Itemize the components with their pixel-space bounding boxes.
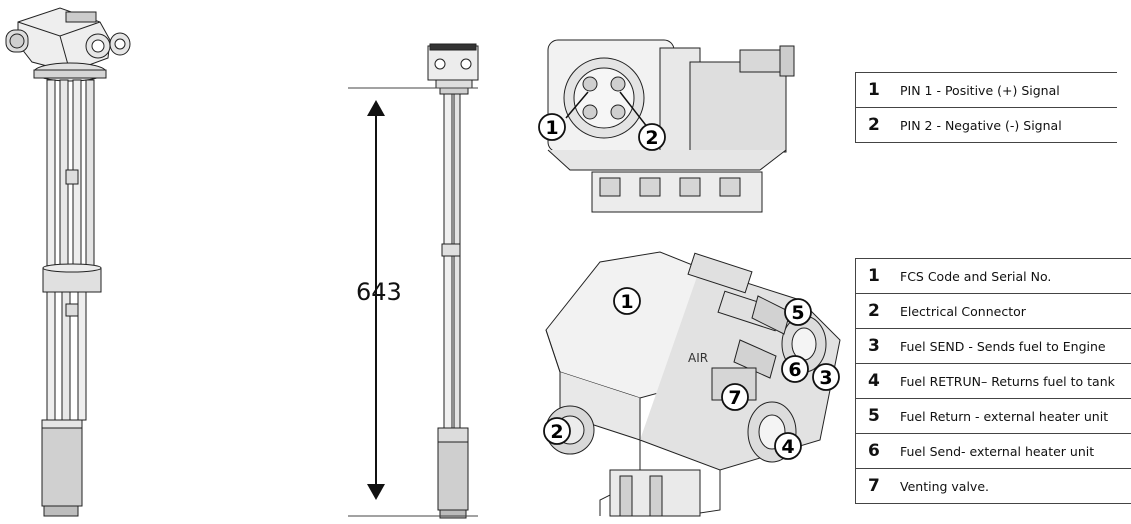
length-dimension-label: 643 (356, 278, 402, 306)
callout-fuel-send: 3 (812, 363, 840, 391)
air-label: AIR (688, 351, 708, 365)
legend-row: 6 Fuel Send- external heater unit (855, 433, 1131, 469)
legend-row: 1 PIN 1 - Positive (+) Signal (855, 72, 1117, 108)
legend-text: Fuel Send- external heater unit (898, 433, 1131, 469)
legend-number: 1 (855, 258, 898, 294)
callout-heater-send-number: 6 (788, 359, 801, 381)
legend-text: Fuel SEND - Sends fuel to Engine (898, 328, 1131, 364)
callout-fcs-code-number: 1 (620, 291, 633, 313)
callout-pin-2-number: 2 (645, 127, 658, 149)
legend-number: 2 (855, 293, 898, 329)
legend-number: 7 (855, 468, 898, 504)
callout-electrical-connector: 2 (543, 417, 571, 445)
legend-number: 4 (855, 363, 898, 399)
side-view-sender (348, 43, 479, 519)
legend-row: 7 Venting valve. (855, 468, 1131, 504)
legend-row: 2 Electrical Connector (855, 293, 1131, 329)
callout-heater-return-number: 5 (791, 302, 804, 324)
callout-pin-1: 1 (538, 113, 566, 141)
legend-text: PIN 2 - Negative (-) Signal (898, 107, 1117, 143)
legend-text: Electrical Connector (898, 293, 1131, 329)
legend-number: 6 (855, 433, 898, 469)
legend-row: 4 Fuel RETRUN– Returns fuel to tank (855, 363, 1131, 399)
legend-row: 1 FCS Code and Serial No. (855, 258, 1131, 294)
callout-fuel-return-number: 4 (781, 436, 794, 458)
legend-number: 3 (855, 328, 898, 364)
legend-number: 5 (855, 398, 898, 434)
legend-text: Fuel RETRUN– Returns fuel to tank (898, 363, 1131, 399)
legend-number: 1 (855, 72, 898, 108)
legend-text: PIN 1 - Positive (+) Signal (898, 72, 1117, 108)
callout-venting-valve-number: 7 (728, 387, 741, 409)
callout-fcs-code: 1 (613, 287, 641, 315)
head-isometric-closeup (545, 251, 841, 517)
connector-closeup (547, 39, 795, 213)
callout-pin-1-number: 1 (545, 117, 558, 139)
callout-heater-send: 6 (781, 355, 809, 383)
legend-text: Venting valve. (898, 468, 1131, 504)
legend-row: 2 PIN 2 - Negative (-) Signal (855, 107, 1117, 143)
callout-electrical-connector-number: 2 (550, 421, 563, 443)
callout-pin-2: 2 (638, 123, 666, 151)
connector-pin-legend: 1 PIN 1 - Positive (+) Signal 2 PIN 2 - … (855, 72, 1117, 143)
isometric-sender-view (5, 7, 131, 517)
legend-text: FCS Code and Serial No. (898, 258, 1131, 294)
legend-row: 3 Fuel SEND - Sends fuel to Engine (855, 328, 1131, 364)
callout-fuel-send-number: 3 (819, 367, 832, 389)
legend-number: 2 (855, 107, 898, 143)
legend-text: Fuel Return - external heater unit (898, 398, 1131, 434)
component-legend: 1 FCS Code and Serial No. 2 Electrical C… (855, 258, 1131, 504)
body-callouts: 1 2 3 4 5 6 7 (543, 287, 840, 460)
legend-row: 5 Fuel Return - external heater unit (855, 398, 1131, 434)
callout-venting-valve: 7 (721, 383, 749, 411)
connector-callouts: 1 2 (538, 113, 666, 151)
callout-fuel-return: 4 (774, 432, 802, 460)
callout-heater-return: 5 (784, 298, 812, 326)
